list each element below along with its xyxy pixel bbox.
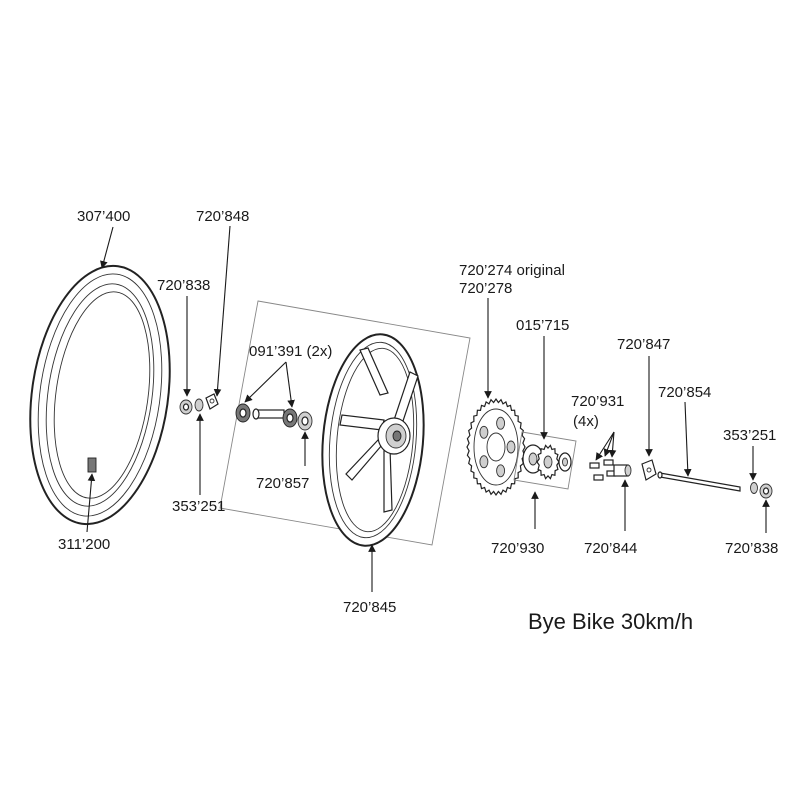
nut-right-part [759,483,773,499]
label-axle-spacer: 720’857 [256,475,309,492]
sprocket-part [466,397,526,497]
label-screws-qty: (4x) [573,413,599,430]
diagram-title: Bye Bike 30km/h [528,609,693,634]
label-washer-left: 353’251 [172,498,225,515]
label-nut-right: 720’838 [725,540,778,557]
bushing-part [613,464,632,477]
label-bushing: 720’844 [584,540,637,557]
leader-lines [86,225,770,592]
bearing-right-part [282,408,298,428]
chain-tensioner-part [641,459,657,481]
washer-left-part [194,398,204,412]
label-tire: 307’400 [77,208,130,225]
axle-part [657,471,741,492]
label-axle: 720’854 [658,384,711,401]
inner-tube-valve [87,457,97,473]
spacer-left-part [205,393,219,410]
label-spacer-left: 720’848 [196,208,249,225]
label-sprocket-line1: 720’274 original [459,262,565,279]
label-nut-left: 720’838 [157,277,210,294]
label-washer-right: 353’251 [723,427,776,444]
adapter-part [536,444,560,480]
label-inner-tube: 311’200 [58,536,110,553]
label-screws: 720’931 [571,393,624,410]
label-chain-tensioner: 720’847 [617,336,670,353]
tire [29,264,171,526]
nut-left-part [179,399,193,415]
label-sprocket-line2: 720’278 [459,280,512,297]
axle-spacer-part [297,411,313,431]
label-bearings: 091’391 (2x) [249,343,332,360]
wheel-rim [321,333,425,547]
label-hub-carrier: 720’930 [491,540,544,557]
adapter-ring-part [558,452,572,472]
spindle-part [252,408,285,420]
screws-part [589,459,616,481]
washer-right-part [750,482,758,494]
hub-carrier-box [513,431,577,490]
label-wheel: 720’845 [343,599,396,616]
wheel-box [219,300,471,546]
bearing-left-part [235,403,251,423]
label-adapter: 015’715 [516,317,569,334]
